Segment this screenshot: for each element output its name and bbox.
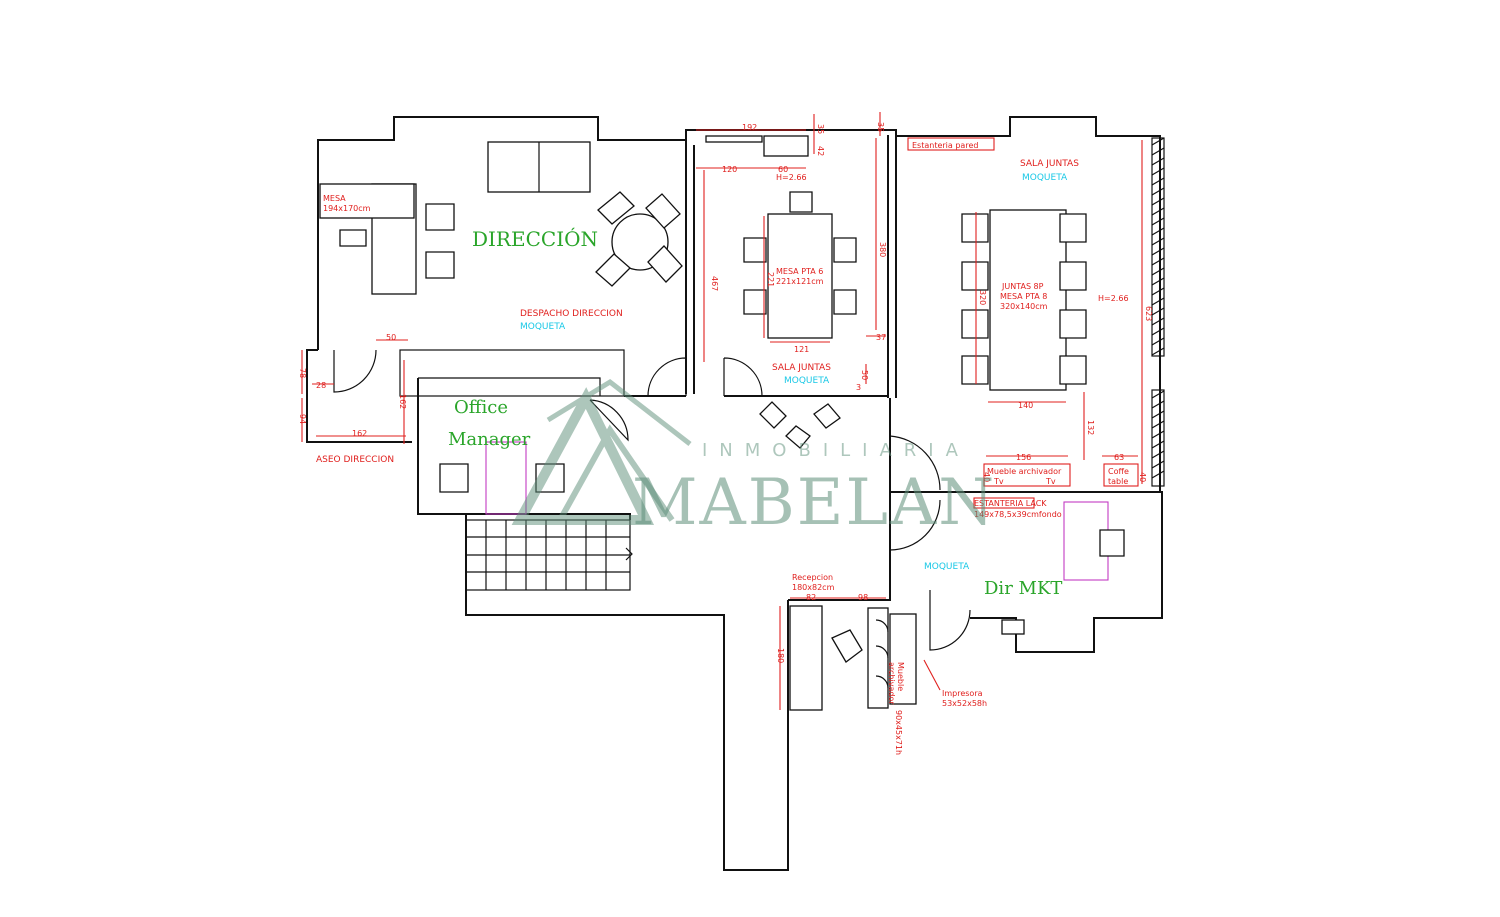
storage-cabinet: Mueble archivador <box>987 467 1062 476</box>
office-manager-line1: Office <box>454 397 508 418</box>
dim-78: 78 <box>298 368 307 378</box>
dim-467: 467 <box>710 276 719 291</box>
dim-35-a: 35 <box>816 124 825 134</box>
sala1-floor: MOQUETA <box>784 376 830 386</box>
sala2-shelf: Estanteria pared <box>912 141 978 150</box>
reception-size: 180x82cm <box>792 583 835 592</box>
aseo-name: ASEO DIRECCION <box>316 455 394 465</box>
sala-juntas-2-furniture <box>907 137 1087 391</box>
dim-42: 42 <box>816 146 825 156</box>
dim-132: 132 <box>1086 420 1095 435</box>
window-hatch <box>1151 137 1165 479</box>
dim-98: 98 <box>858 593 868 602</box>
sala2-floor: MOQUETA <box>1022 173 1068 183</box>
office-manager-line2: Manager <box>448 429 531 450</box>
corridor-furniture <box>439 401 841 515</box>
dir-mkt-title: Dir MKT <box>984 578 1062 599</box>
storage-shelf-size: 149x78,5x39cmfondo <box>974 510 1062 519</box>
sala2-height: H=2.66 <box>1098 294 1129 303</box>
sala-juntas-1-furniture <box>705 135 857 339</box>
storage-shelf: ESTANTERIA LACK <box>974 499 1047 508</box>
dim-63: 63 <box>1114 453 1124 462</box>
dim-82: 82 <box>806 593 816 602</box>
direccion-desk-size: 194x170cm <box>323 204 371 213</box>
dim-60: 60 <box>778 165 788 174</box>
reception-cabinet-a: Mueble <box>896 662 905 691</box>
watermark-small-text: INMOBILIARIA <box>702 440 970 461</box>
dim-320: 320 <box>978 290 987 305</box>
sala1-table: MESA PTA 6 <box>776 267 823 276</box>
dim-35-b: 35 <box>876 122 885 132</box>
storage-tv-a: Tv <box>993 477 1004 486</box>
dim-180: 180 <box>776 648 785 663</box>
watermark-big-text: MABELAN <box>632 466 996 540</box>
sala2-table-size: 320x140cm <box>1000 302 1048 311</box>
reception-printer: Impresora <box>942 689 983 698</box>
sala2-table-b: MESA PTA 8 <box>1000 292 1047 301</box>
dim-156: 156 <box>1016 453 1031 462</box>
dim-28: 28 <box>316 381 326 390</box>
storage-coffee-a: Coffe <box>1108 467 1129 476</box>
dim-94: 94 <box>298 414 307 424</box>
direccion-furniture <box>319 141 683 295</box>
sala1-table-size: 221x121cm <box>776 277 824 286</box>
sala2-name: SALA JUNTAS <box>1020 159 1079 169</box>
direccion-name: DESPACHO DIRECCION <box>520 309 623 319</box>
direccion-desk: MESA <box>323 194 346 203</box>
dim-37: 37 <box>876 333 886 342</box>
sala1-height: H=2.66 <box>776 173 807 182</box>
doors <box>333 349 971 651</box>
exterior-walls <box>306 116 1165 871</box>
dim-623: 623 <box>1144 306 1153 321</box>
sala1-name: SALA JUNTAS <box>772 363 831 373</box>
dim-50-a: 50 <box>860 370 869 380</box>
direccion-floor: MOQUETA <box>520 322 566 332</box>
dim-40-b: 40 <box>1138 472 1147 482</box>
dim-221: 221 <box>766 272 775 287</box>
watermark-logo-icon <box>511 378 692 525</box>
storage-coffee-b: table <box>1108 477 1128 486</box>
dim-192: 192 <box>742 123 757 132</box>
stairs <box>465 519 633 591</box>
dim-380: 380 <box>878 242 887 257</box>
reception-furniture <box>789 501 1125 711</box>
storage-tv-b: Tv <box>1045 477 1056 486</box>
dim-50-b: 50 <box>386 333 396 342</box>
dim-162-b: 162 <box>398 394 407 409</box>
storage-furniture <box>973 463 1139 509</box>
direccion-title: DIRECCIÓN <box>472 226 598 251</box>
dimension-labels: 192 35 35 42 120 60 467 380 221 121 37 5… <box>298 122 1153 663</box>
dir-mkt-floor: MOQUETA <box>924 562 970 572</box>
dim-120: 120 <box>722 165 737 174</box>
reception-printer-size: 53x52x58h <box>942 699 987 708</box>
room-labels: DIRECCIÓN DESPACHO DIRECCION MOQUETA MES… <box>316 141 1129 755</box>
watermark: INMOBILIARIA MABELAN <box>511 378 996 540</box>
reception-name: Recepcion <box>792 573 833 582</box>
reception-cabinet-b: archivador <box>887 662 896 705</box>
dim-3: 3 <box>856 383 861 392</box>
sala2-table-a: JUNTAS 8P <box>1001 282 1044 291</box>
dim-121: 121 <box>794 345 809 354</box>
dimension-lines <box>301 112 1143 710</box>
dim-140: 140 <box>1018 401 1033 410</box>
reception-cabinet-size: 90x45x71h <box>894 710 903 755</box>
dim-40-a: 40 <box>982 472 991 482</box>
dim-162-a: 162 <box>352 429 367 438</box>
